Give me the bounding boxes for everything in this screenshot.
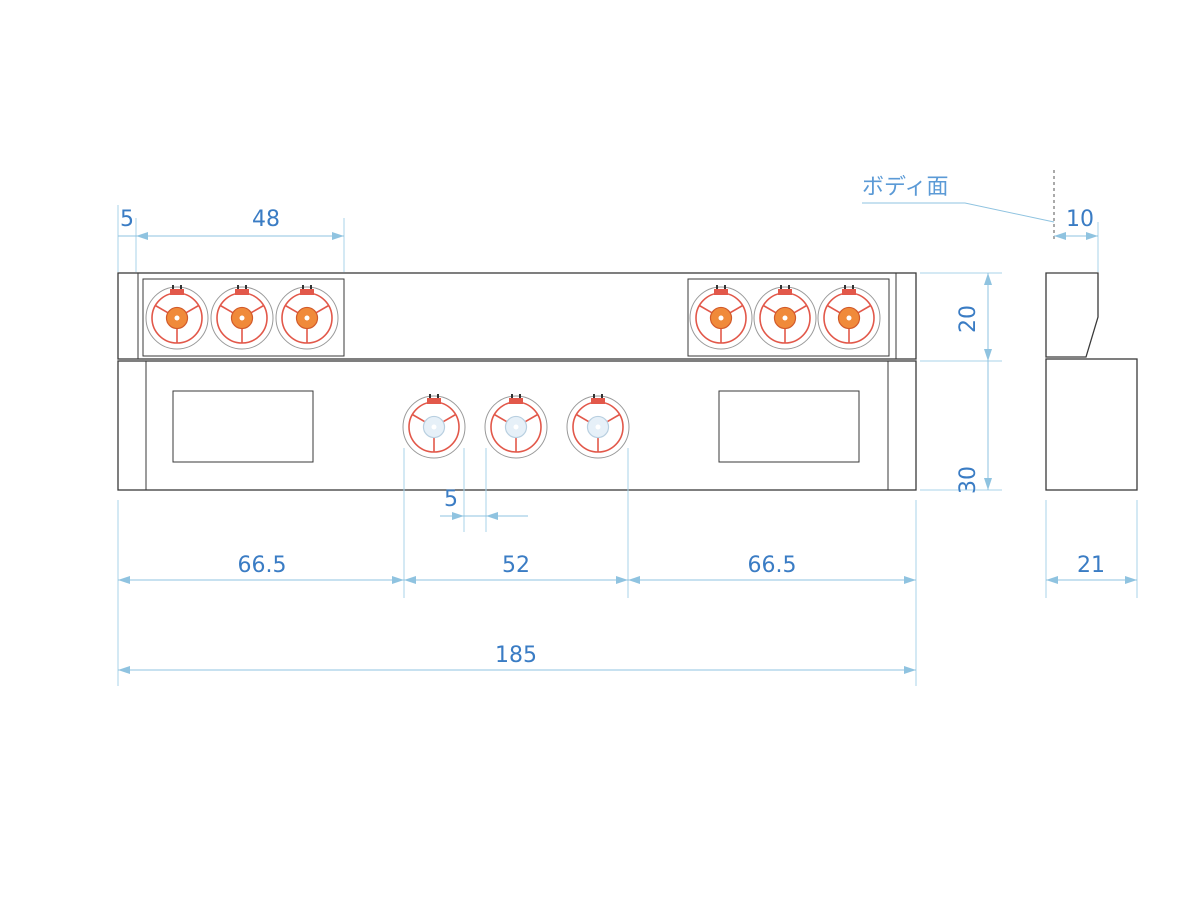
lamp-spoke (606, 413, 621, 423)
body-surface-leader (862, 202, 1055, 223)
upper-right-lamp (817, 285, 881, 350)
dim-center-gap: 5 (444, 487, 458, 512)
dim-left-margin: 5 (120, 207, 134, 232)
lamp-spoke (250, 304, 265, 314)
lamp-spoke (729, 304, 744, 314)
front-view (117, 272, 917, 491)
center-lamp (484, 394, 548, 459)
dim-lamp-group-width: 48 (252, 207, 280, 232)
lamp-pin (245, 285, 247, 289)
lamp-pin (180, 285, 182, 289)
lamp-pin (724, 285, 726, 289)
lamp-pin (302, 285, 304, 289)
lamp-tab (842, 289, 856, 295)
lamp-spoke (698, 304, 713, 314)
lamp-tab (714, 289, 728, 295)
dim-side-total-depth: 21 (1077, 553, 1105, 578)
lamp-housing-left (142, 278, 345, 357)
side-upper-profile (1045, 272, 1099, 358)
upper-right-lamp (753, 285, 817, 350)
side-view (1045, 170, 1138, 491)
lamp-center-dot (846, 315, 852, 321)
upper-right-lamps (689, 285, 881, 350)
upper-right-lamp (689, 285, 753, 350)
upper-left-lamp (210, 285, 274, 350)
lamp-spoke (411, 413, 426, 423)
lamp-spoke (762, 304, 777, 314)
lamp-spoke (315, 304, 330, 314)
side-lower-profile (1045, 358, 1138, 491)
lamp-center-dot (595, 424, 601, 430)
lamp-pin (601, 394, 603, 398)
center-lamp (402, 394, 466, 459)
window-left (172, 390, 314, 463)
lamp-spoke (284, 304, 299, 314)
lamp-pin (237, 285, 239, 289)
lamp-pin (437, 394, 439, 398)
lamp-tab (591, 398, 605, 404)
lamp-center-dot (239, 315, 245, 321)
lamp-tab (778, 289, 792, 295)
lamp-pin (593, 394, 595, 398)
lamp-spoke (524, 413, 539, 423)
lamp-tab (235, 289, 249, 295)
dim-side-top-depth: 10 (1066, 207, 1094, 232)
upper-left-lamp (145, 285, 209, 350)
lamp-pin (429, 394, 431, 398)
center-lamp (566, 394, 630, 459)
lamp-housing-right (687, 278, 890, 357)
window-right (718, 390, 860, 463)
lamp-spoke (493, 413, 508, 423)
lamp-pin (519, 394, 521, 398)
dim-upper-height: 20 (956, 305, 981, 333)
lamp-center-dot (718, 315, 724, 321)
upper-left-lamps (145, 285, 339, 350)
lamp-center-dot (513, 424, 519, 430)
body-surface-label: ボディ面 (862, 175, 948, 200)
lamp-spoke (857, 304, 872, 314)
lamp-spoke (185, 304, 200, 314)
lamp-pin (716, 285, 718, 289)
lamp-center-dot (304, 315, 310, 321)
center-lamps (402, 394, 630, 459)
lamp-spoke (442, 413, 457, 423)
lamp-spoke (575, 413, 590, 423)
lamp-tab (300, 289, 314, 295)
lamp-spoke (154, 304, 169, 314)
lamp-spoke (793, 304, 808, 314)
lamp-pin (310, 285, 312, 289)
lamp-pin (172, 285, 174, 289)
dim-lower-height: 30 (956, 466, 981, 494)
lamp-center-dot (782, 315, 788, 321)
lamp-spoke (219, 304, 234, 314)
lamp-tab (509, 398, 523, 404)
upper-left-lamp (275, 285, 339, 350)
lamp-center-dot (431, 424, 437, 430)
dimensions: 5 48 20 30 5 66.5 52 66.5 (117, 175, 1138, 686)
dim-left-span: 66.5 (238, 553, 287, 578)
dim-center-span: 52 (502, 553, 530, 578)
lamp-spoke (826, 304, 841, 314)
lamp-pin (852, 285, 854, 289)
lamp-pin (780, 285, 782, 289)
lamp-tab (427, 398, 441, 404)
dim-right-span: 66.5 (748, 553, 797, 578)
lamp-tab (170, 289, 184, 295)
lamp-center-dot (174, 315, 180, 321)
lamp-pin (788, 285, 790, 289)
lamp-pin (511, 394, 513, 398)
lamp-pin (844, 285, 846, 289)
dim-total-width: 185 (495, 643, 537, 668)
